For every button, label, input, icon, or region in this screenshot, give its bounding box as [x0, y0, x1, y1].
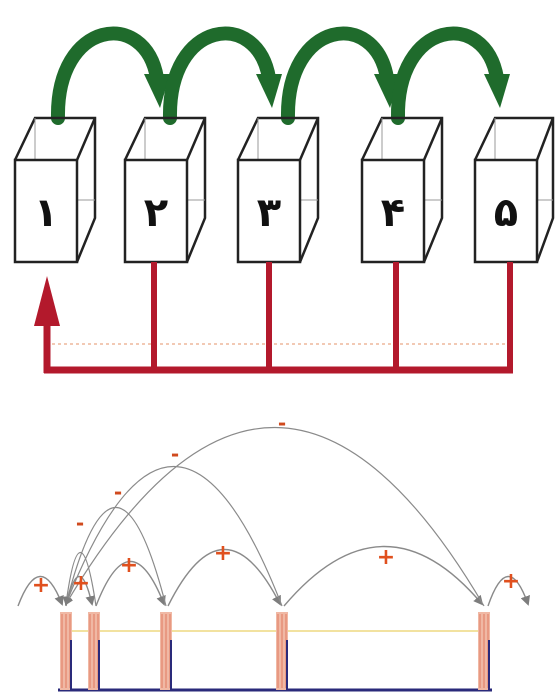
review-arc-diagram: + + + + + + - - - - [17, 411, 530, 692]
slot-2 [88, 612, 100, 690]
forward-arrow-2-to-3 [162, 26, 282, 125]
arc-2-to-3 [95, 560, 166, 607]
slot-1 [60, 612, 72, 690]
box-3: ۳ [236, 116, 320, 264]
forward-arrow-1-to-2 [50, 26, 170, 125]
arc-back-from-4 [64, 465, 283, 607]
box-1-label: ۱ [34, 190, 58, 236]
plus-sign: + [502, 569, 520, 594]
minus-sign: - [76, 511, 84, 535]
box-3-label: ۳ [257, 190, 281, 236]
minus-sign: - [171, 442, 179, 466]
arc-out-exit [487, 575, 530, 607]
plus-sign: + [72, 571, 90, 596]
plus-sign: + [32, 573, 50, 598]
box-2-label: ۲ [144, 190, 168, 236]
plus-sign: + [120, 553, 138, 578]
slot-5 [478, 612, 490, 690]
arc-in-entry [17, 575, 64, 607]
arc-back-from-3 [63, 506, 167, 607]
arc-back-from-2 [62, 552, 97, 607]
forward-arrow-3-to-4 [280, 26, 400, 125]
backward-arcs [62, 427, 485, 607]
box-1: ۱ [13, 116, 97, 264]
slot-3 [160, 612, 172, 690]
plus-sign: + [377, 545, 395, 570]
box-diagram: ۱ ۲ ۳ ۴ ۵ [13, 26, 555, 374]
minus-sign: - [114, 480, 122, 504]
slot-4 [276, 612, 288, 690]
forward-arrows [50, 26, 510, 125]
plus-sign: + [214, 541, 232, 566]
box-4: ۴ [360, 116, 444, 264]
box-5: ۵ [473, 116, 555, 264]
box-4-label: ۴ [381, 190, 405, 236]
box-5-label: ۵ [494, 190, 518, 236]
arc-4-to-5 [283, 545, 484, 607]
minus-sign: - [278, 411, 286, 435]
arc-back-from-5 [65, 427, 485, 607]
forward-arrow-4-to-5 [390, 26, 510, 125]
box-2: ۲ [123, 116, 207, 264]
return-arrow [34, 262, 513, 374]
arc-3-to-4 [167, 548, 281, 607]
